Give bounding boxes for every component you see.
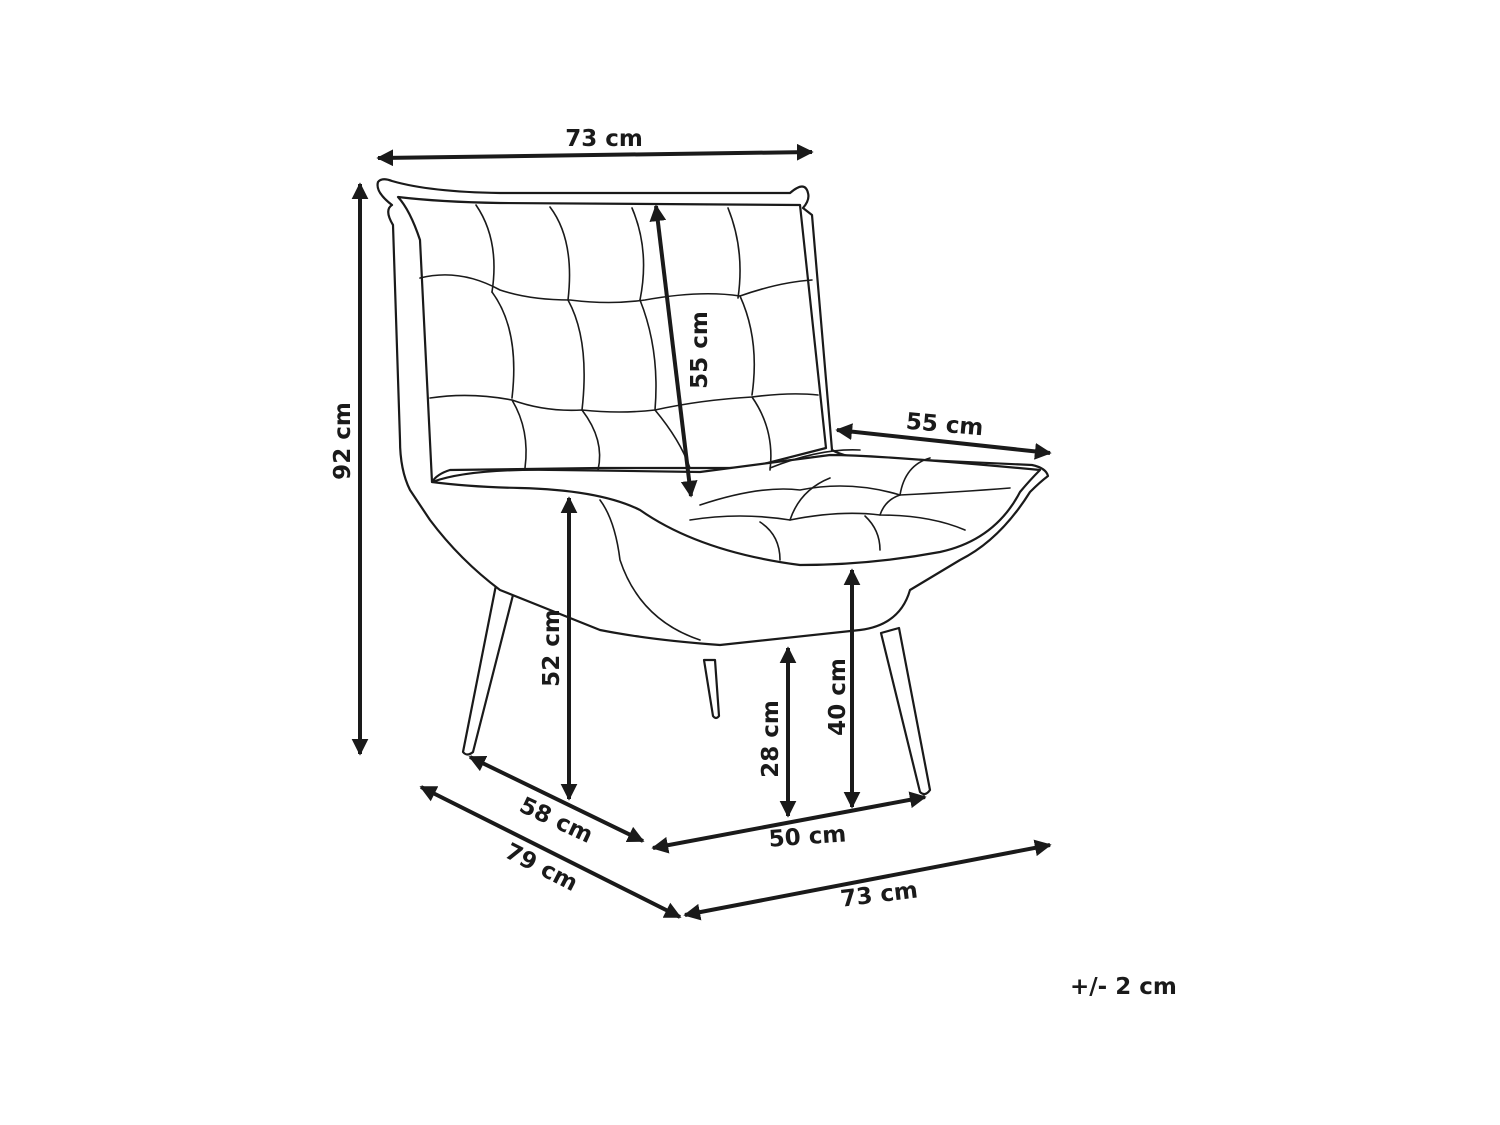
total-height-label: 92 cm <box>330 402 356 480</box>
top-width-arrow <box>376 143 814 167</box>
chair-leg-rear <box>702 658 721 720</box>
chair-leg-right <box>879 626 932 796</box>
seat-depth-label: 55 cm <box>905 409 985 442</box>
backrest-height-arrow <box>649 204 698 498</box>
backrest-height-label: 55 cm <box>687 311 713 389</box>
leg-width-label: 50 cm <box>768 821 847 852</box>
seat-depth-arrow <box>835 423 1052 460</box>
tolerance-note: +/- 2 cm <box>1070 974 1177 1000</box>
chair-leg-left <box>461 583 515 756</box>
chair-drawing <box>376 178 1050 796</box>
leg-height-label: 28 cm <box>758 700 784 778</box>
top-width-label: 73 cm <box>565 126 643 152</box>
chair-front-lip <box>599 499 701 641</box>
chair-backrest-panel <box>396 195 828 484</box>
seat-height-label: 52 cm <box>539 609 565 687</box>
bottom-width-arrow <box>683 839 1052 921</box>
leg-width-arrow <box>651 791 927 854</box>
dimension-lines <box>351 143 1052 921</box>
total-depth-arrow <box>419 785 682 919</box>
dimension-labels: 73 cm 92 cm 55 cm 55 cm 52 cm 28 cm 40 c… <box>330 126 984 913</box>
armrest-height-label: 40 cm <box>825 658 851 736</box>
